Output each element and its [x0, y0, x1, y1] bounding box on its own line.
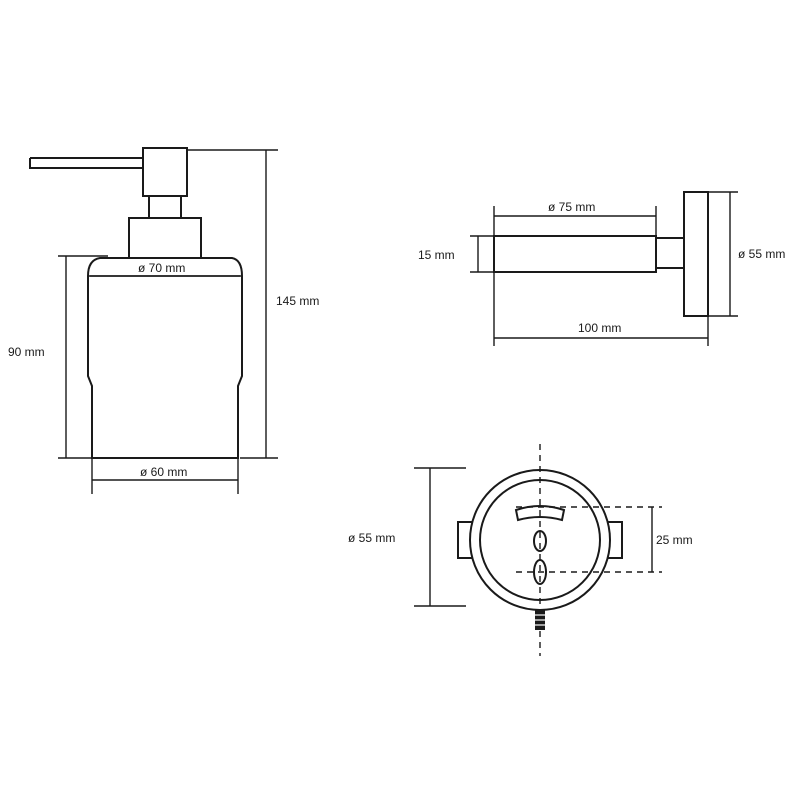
dispenser-height-label: 145 mm — [276, 294, 319, 308]
holder-connector — [655, 237, 685, 269]
dispenser-pump-head — [142, 147, 188, 197]
dispenser-pump-stem — [148, 195, 182, 219]
hole-spacing-label: 25 mm — [656, 533, 693, 547]
dispenser-view: 145 mm 90 mm ø 70 mm ø 60 mm — [8, 147, 319, 494]
holder-wall-plate — [683, 191, 709, 317]
holder-side-view: ø 75 mm 15 mm ø 55 mm 100 mm — [418, 191, 785, 346]
plate-diameter-label: ø 55 mm — [738, 247, 785, 261]
dispenser-body-height-label: 90 mm — [8, 345, 45, 359]
holder-center-hole — [533, 530, 547, 552]
front-plate-diameter-label: ø 55 mm — [348, 531, 395, 545]
dispenser-bottom-diameter-label: ø 60 mm — [140, 465, 187, 479]
holder-ring-side — [493, 235, 657, 273]
dispenser-collar — [128, 217, 202, 259]
dispenser-bottle — [87, 257, 243, 459]
holder-front-view: ø 55 mm 25 mm — [348, 444, 693, 656]
dispenser-nozzle — [29, 157, 144, 169]
ring-thickness-label: 15 mm — [418, 248, 455, 262]
depth-label: 100 mm — [578, 321, 621, 335]
dispenser-top-diameter-label: ø 70 mm — [138, 261, 185, 275]
ring-diameter-label: ø 75 mm — [548, 200, 595, 214]
